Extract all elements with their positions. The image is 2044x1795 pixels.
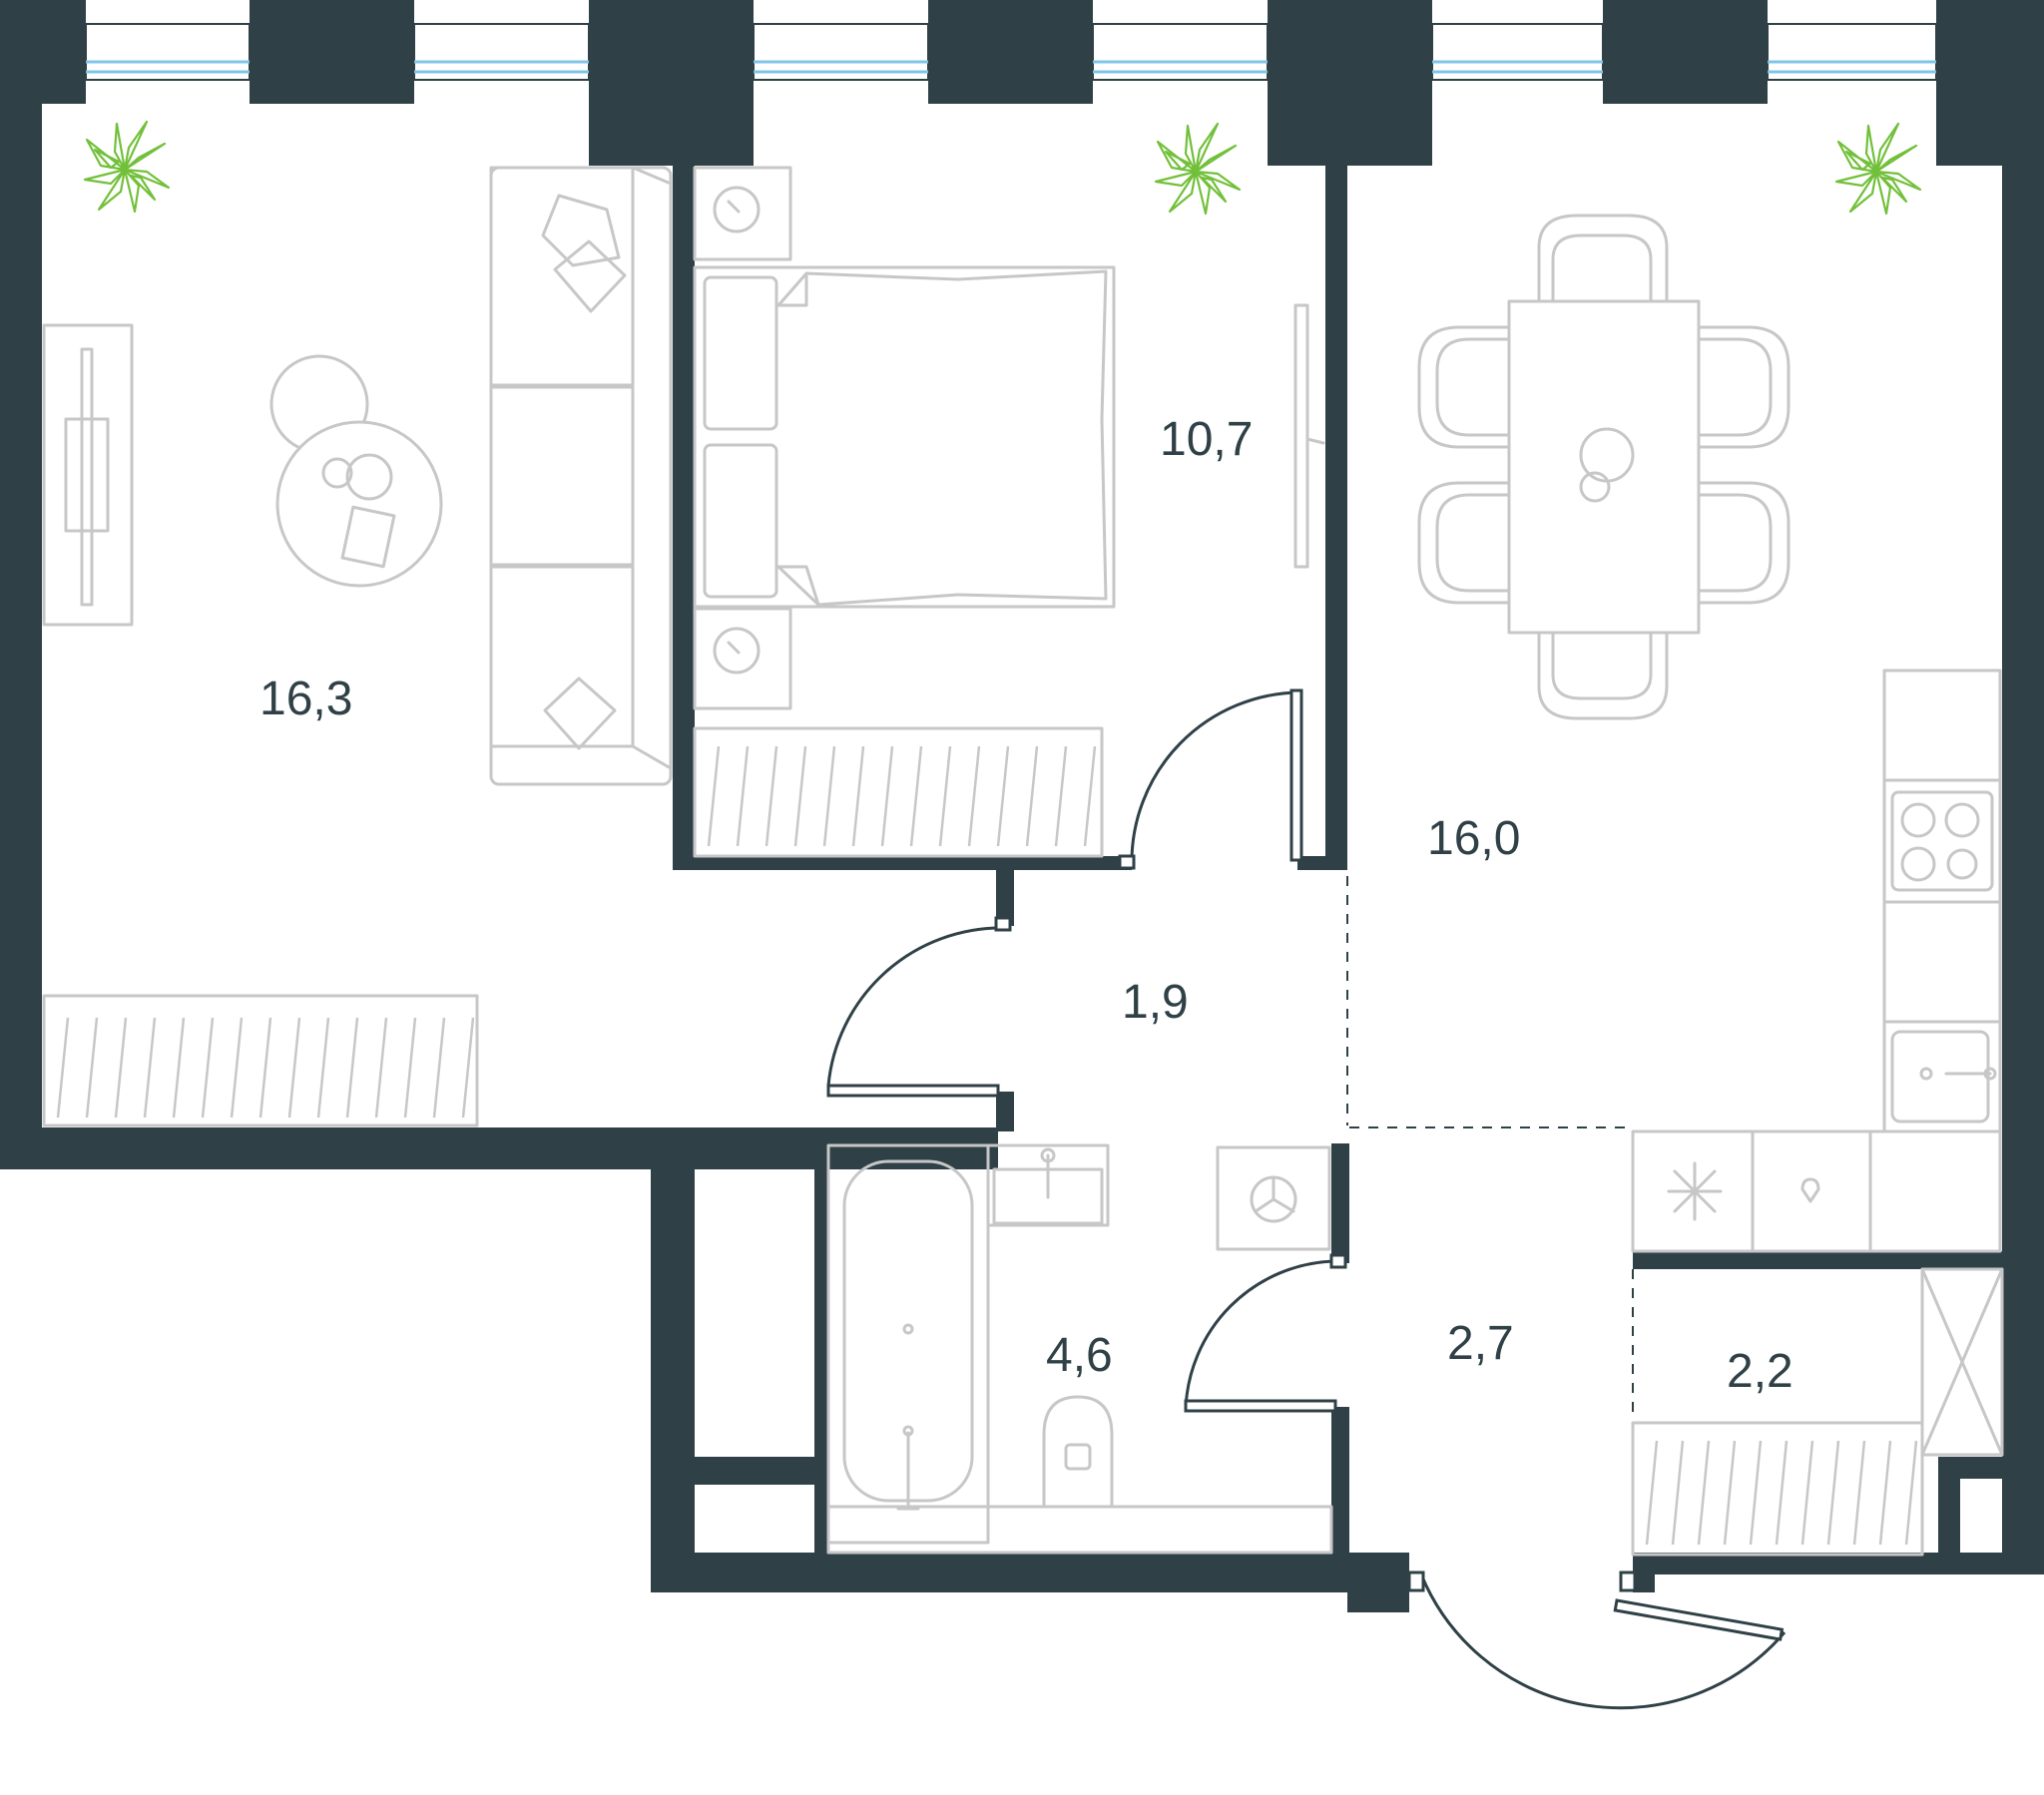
hatch-line [85,1017,99,1119]
hatch-line [793,745,807,847]
hatch-line [1852,1440,1866,1546]
bed [693,265,1116,609]
hatch-line [1775,1440,1788,1546]
bedroom-wardrobe [693,726,1104,858]
living-room-area: 16,3 [259,673,352,725]
hatch-line [316,1017,330,1119]
hatch-line [1645,1440,1659,1546]
hatch-line [172,1017,186,1119]
hatch-line [345,1017,359,1119]
bedside-tables [693,166,792,710]
doors [826,688,1787,1710]
hatch-line [403,1017,417,1119]
hatch-line [1749,1440,1763,1546]
storage-shaft [1920,1267,2004,1457]
hatch-line [707,745,721,847]
hatch-line [1083,745,1097,847]
washer-icon [1216,1145,1331,1251]
fridge-icon [1667,1161,1723,1221]
hatch-line [1025,745,1039,847]
hatch-line [230,1017,244,1119]
dining-set [1417,214,1790,720]
bathroom-area: 4,6 [1046,1329,1113,1382]
plant-icon [1834,122,1922,216]
hatch-line [1826,1440,1840,1546]
bedroom-tv [1293,303,1325,569]
hatch-line [201,1017,215,1119]
zone-borders [1346,876,1634,1421]
kitchen-area: 16,0 [1427,812,1520,865]
sofa [489,166,673,786]
windows [85,23,1937,81]
hatching [707,745,1097,847]
hatch-line [1800,1440,1814,1546]
corridor-area: 1,9 [1122,976,1189,1029]
coffee-table [269,354,443,588]
hatch-line [287,1017,301,1119]
sink-icon [1890,1030,1997,1123]
kitchen-low-counter [1631,1129,2002,1253]
hatch-line [1878,1440,1892,1546]
toilet [1042,1395,1114,1509]
living-radiator [42,994,479,1127]
hatch-line [938,745,952,847]
kitchen-counter [1882,669,2002,1133]
hatch-line [1671,1440,1685,1546]
hatch-line [258,1017,272,1119]
bathroom-shelf [826,1505,1333,1555]
hatch-line [1054,745,1068,847]
hatching [56,1017,475,1119]
bedroom-area: 10,7 [1160,413,1253,466]
hatch-line [996,745,1010,847]
hatch-line [432,1017,446,1119]
hatch-line [822,745,836,847]
hatching [1645,1440,1918,1546]
hatch-line [1723,1440,1737,1546]
hatch-line [851,745,865,847]
hatch-line [880,745,894,847]
storage-wardrobe [1631,1421,1924,1557]
bathtub [826,1143,990,1545]
hall-area: 2,7 [1447,1317,1514,1370]
walls [0,0,2044,1612]
hatch-line [461,1017,475,1119]
hatch-line [143,1017,157,1119]
hatch-line [736,745,750,847]
hatch-line [1904,1440,1918,1546]
hatch-line [1697,1440,1711,1546]
hatch-line [967,745,981,847]
hatch-line [374,1017,388,1119]
tap-icon [1800,1177,1820,1203]
stove-icon [1890,790,1994,892]
washbasin [986,1143,1110,1227]
hatch-line [765,745,778,847]
hatch-line [909,745,923,847]
hatch-line [56,1017,70,1119]
plant-icon [83,120,171,214]
tv-unit [42,323,134,627]
plant-icon [1154,122,1242,216]
storage-area: 2,2 [1727,1345,1793,1398]
hatch-line [114,1017,128,1119]
